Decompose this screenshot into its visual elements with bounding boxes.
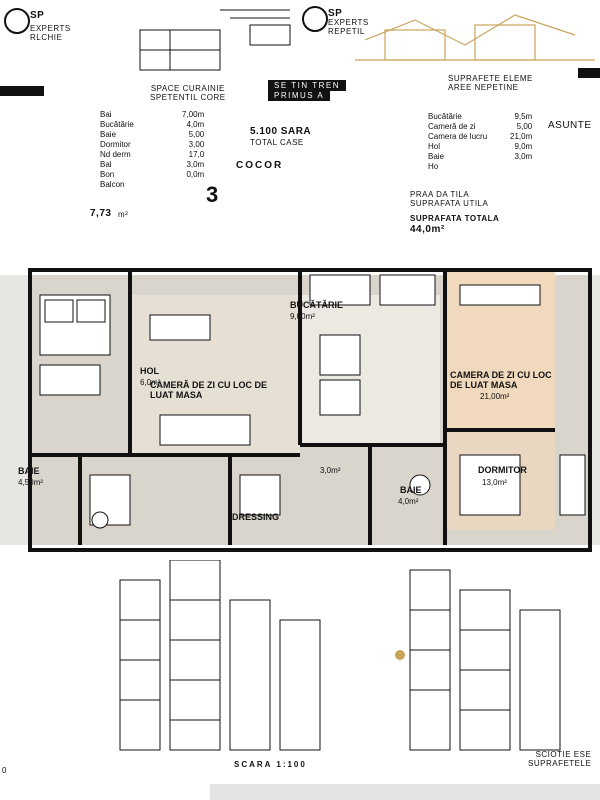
summary-right-line: Ho (428, 162, 439, 171)
summary-left-value: 17,0 (188, 150, 205, 159)
gold-dot-icon (395, 650, 405, 660)
summary-left-line: Nd derm (100, 150, 131, 159)
footer-strip (210, 784, 600, 800)
left-logo (4, 8, 30, 34)
room-bath-area: 4,0m² (398, 497, 419, 506)
logo-mark-icon (302, 6, 328, 32)
center-sub: TOTAL CASE (250, 138, 304, 147)
room-bedroom-area: 13,0m² (482, 478, 507, 487)
room-hall-area: 6,0m² (140, 378, 161, 387)
room-kitchen-area: 9,00m² (290, 312, 315, 321)
summary-left-line: Bai (100, 110, 112, 119)
right-brand-sub: EXPERTS REPETIL (328, 18, 369, 36)
summary-right-value: 9,0m (514, 142, 533, 151)
room-bedroom-label: DORMITOR (478, 465, 527, 475)
room-hall-label: HOL (140, 366, 159, 376)
footer-right: SCIOTIE ESE SUPRAFETELE (528, 750, 592, 768)
room-dressing-label: DRESSING (232, 512, 280, 522)
summary-right-value: 9,5m (514, 112, 533, 121)
header-sketch-left (139, 9, 291, 71)
right-logo (302, 6, 328, 32)
summary-right-value: 21,0m (510, 132, 533, 141)
summary-right-values: 9,5m 5,00 21,0m 9,0m 3,0m (510, 112, 532, 162)
room-dressing-area: 3,0m² (320, 466, 341, 475)
header-sketch-right (355, 14, 595, 61)
tagline-badge: SE TIN TREN (268, 80, 346, 91)
summary-right-note: PRAA DA TILA SUPRAFATA UTILA (410, 190, 489, 208)
left-brand-sub: EXPERTS RLCHIE (30, 24, 71, 42)
summary-left-value: 0,0m (186, 170, 205, 179)
summary-left-value: 3,00 (188, 140, 205, 149)
summary-left-line: Bal (100, 160, 112, 169)
summary-right-line: Camera de lucru (428, 132, 488, 141)
room-living-label: CAMERĂ DE ZI CU LOC DE LUAT MASA (150, 380, 267, 400)
summary-right-line: Hol (428, 142, 441, 151)
walls (28, 268, 592, 552)
furniture (39, 274, 586, 529)
summary-right-line: Baie (428, 152, 445, 161)
right-black-bar (578, 68, 600, 78)
summary-left-line: Dormitor (100, 140, 131, 149)
summary-left-total-unit: m² (118, 210, 129, 219)
summary-left-value: 3,0m (186, 160, 205, 169)
summary-left: Bai Bucătărie Baie Dormitor Nd derm Bal … (100, 110, 134, 190)
left-black-bar (0, 86, 44, 96)
summary-left-values: 7,00m 4,0m 5,00 3,00 17,0 3,0m 0,0m (182, 110, 204, 180)
summary-left-line: Baie (100, 130, 117, 139)
summary-right-line: Cameră de zi (428, 122, 476, 131)
summary-right: Bucătărie Cameră de zi Camera de lucru H… (428, 112, 487, 172)
floor-number: 3 (206, 182, 219, 207)
summary-left-line: Bon (100, 170, 115, 179)
summary-left-line: Bucătărie (100, 120, 134, 129)
right-brand-name: SP (328, 8, 343, 19)
room-living2-label: CAMERA DE ZI CU LOC DE LUAT MASA (450, 370, 552, 390)
summary-left-value: 5,00 (188, 130, 205, 139)
big-title: ASUNTE (548, 120, 592, 131)
summary-right-value: 5,00 (516, 122, 533, 131)
summary-right-total: 44,0m² (410, 224, 445, 235)
room-bath2-area: 4,50m² (18, 478, 43, 487)
room-bath-label: BAIE (400, 485, 422, 495)
left-brand-name: SP (30, 10, 45, 21)
summary-right-value: 3,0m (514, 152, 533, 161)
right-caption: SUPRAFETE ELEME AREE NEPETINE (448, 74, 533, 92)
footer-scale: SCARA 1:100 (234, 760, 307, 769)
floor-plan (0, 268, 600, 552)
summary-right-line: Bucătărie (428, 112, 462, 121)
footer-left-mark: 0 (2, 766, 7, 775)
summary-left-total: 7,73 (90, 208, 112, 219)
center-label: 5.100 SARA (250, 126, 312, 137)
room-bath2-label: BAIE (18, 466, 40, 476)
room-kitchen-label: BUCĂTĂRIE (290, 300, 343, 310)
elevation-sketch (119, 560, 561, 751)
left-caption: SPACE CURAINIE SPETENTIL CORE (150, 84, 226, 102)
room-living2-area: 21,00m² (480, 392, 510, 401)
summary-right-total-label: SUPRAFATA TOTALA (410, 214, 500, 223)
tagline-sub-badge: PRIMUS A (268, 90, 331, 101)
logo-mark-icon (4, 8, 30, 34)
summary-left-value: 7,00m (182, 110, 205, 119)
center-cta: COCOR (236, 160, 284, 171)
summary-left-value: 4,0m (186, 120, 205, 129)
summary-left-line: Balcon (100, 180, 125, 189)
